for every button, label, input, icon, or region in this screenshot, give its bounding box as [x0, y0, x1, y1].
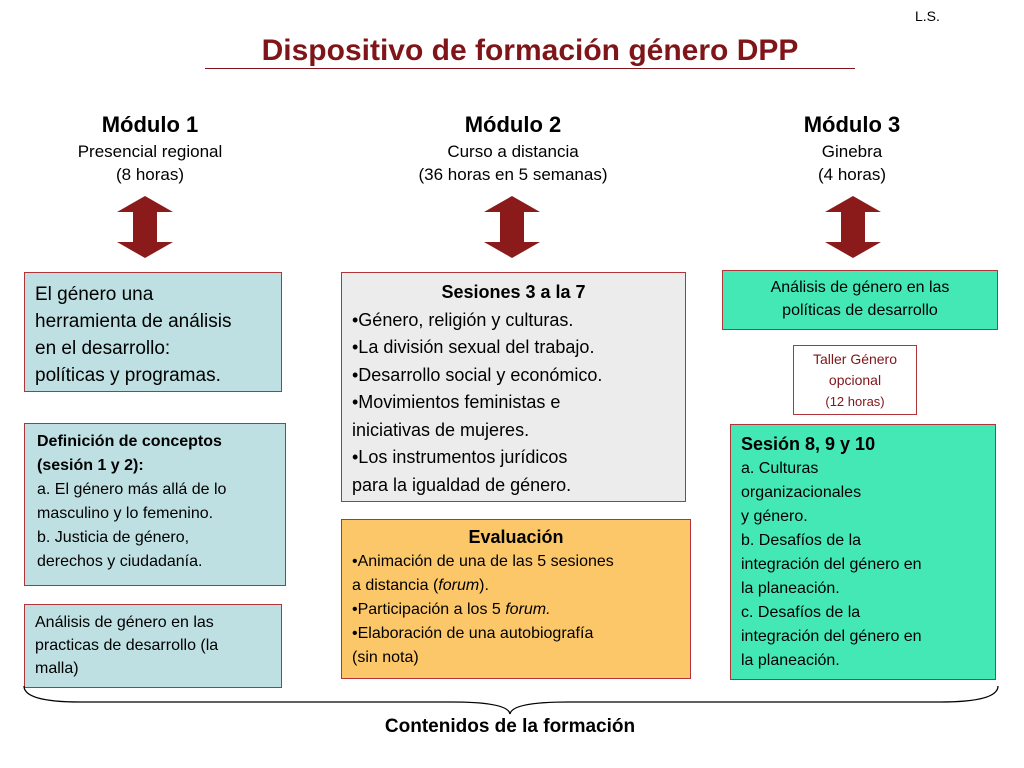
text-line: a. Culturas [741, 460, 819, 477]
text-line: Análisis de género en las [770, 279, 950, 296]
text-line: practicas de desarrollo (la [35, 637, 219, 654]
sessions-3-7-box: Sesiones 3 a la 7 •Género, religión y cu… [341, 272, 686, 502]
sessions-8-10-box: Sesión 8, 9 y 10 a. Culturas organizacio… [730, 424, 996, 680]
module-3-header: Módulo 3 Ginebra (4 horas) [692, 110, 1012, 186]
text-line: Análisis de género en las [35, 614, 214, 631]
text-part: •Participación a los 5 [352, 601, 506, 618]
list-item: •Desarrollo social y económico. [352, 364, 603, 385]
text-line: (12 horas) [825, 394, 885, 409]
text-line: b. Desafíos de la [741, 532, 862, 549]
text-line: políticas y programas. [35, 365, 221, 386]
text-line: integración del género en [741, 556, 922, 573]
list-item: •Los instrumentos jurídicos [352, 447, 568, 467]
list-item: (sin nota) [352, 649, 419, 666]
text-line: opcional [828, 372, 882, 388]
text-line: b. Justicia de género, [37, 529, 190, 546]
list-item: a distancia (forum). [352, 574, 680, 598]
text-line: en el desarrollo: [35, 338, 171, 359]
box-heading: (sesión 1 y 2): [37, 457, 144, 474]
module-duration: (8 horas) [115, 165, 185, 184]
module-title: Módulo 1 [101, 112, 199, 137]
concepts-definition-box: Definición de conceptos (sesión 1 y 2): … [24, 423, 286, 586]
module-title: Módulo 3 [803, 112, 901, 137]
text-part: a distancia ( [352, 577, 439, 594]
text-line: la planeación. [741, 580, 840, 597]
text-line: El género una [35, 284, 154, 305]
module-subtitle: Curso a distancia [447, 142, 579, 161]
text-line: c. Desafíos de la [741, 604, 861, 621]
text-part-italic: forum [438, 577, 480, 594]
page-title: Dispositivo de formación género DPP [261, 34, 799, 67]
module-duration: (36 horas en 5 semanas) [418, 165, 608, 184]
text-line: y género. [741, 508, 808, 525]
evaluation-box: Evaluación •Animación de una de las 5 se… [341, 519, 691, 679]
title-underline [205, 68, 855, 69]
text-line: integración del género en [741, 628, 922, 645]
list-item: iniciativas de mujeres. [352, 419, 530, 440]
module-2-header: Módulo 2 Curso a distancia (36 horas en … [353, 110, 673, 186]
author-initials: L.S. [915, 8, 940, 24]
text-part: ). [479, 577, 489, 594]
module-subtitle: Presencial regional [77, 142, 223, 161]
list-item: •Género, religión y culturas. [352, 309, 574, 330]
list-item: •Movimientos feministas e [352, 392, 561, 412]
text-line: organizacionales [741, 484, 862, 501]
text-line: la planeación. [741, 652, 840, 669]
double-headed-vertical-arrow-icon [484, 196, 540, 258]
module-1-header: Módulo 1 Presencial regional (8 horas) [0, 110, 310, 186]
text-line: políticas de desarrollo [782, 302, 938, 319]
module-duration: (4 horas) [817, 165, 887, 184]
list-item: •La división sexual del trabajo. [352, 337, 595, 357]
text-line: malla) [35, 660, 79, 677]
list-item: •Participación a los 5 forum. [352, 598, 680, 622]
box-heading: Sesión 8, 9 y 10 [741, 434, 876, 454]
optional-workshop-box: Taller Género opcional (12 horas) [793, 345, 917, 415]
text-line: Taller Género [812, 351, 898, 367]
text-part-italic: forum. [505, 601, 551, 618]
curly-brace-icon [23, 685, 999, 715]
footer-caption: Contenidos de la formación [384, 716, 636, 737]
double-headed-vertical-arrow-icon [117, 196, 173, 258]
box-heading: Evaluación [468, 527, 564, 547]
policies-analysis-box: Análisis de género en las políticas de d… [722, 270, 998, 330]
double-headed-vertical-arrow-icon [825, 196, 881, 258]
module-subtitle: Ginebra [821, 142, 883, 161]
module-title: Módulo 2 [464, 112, 562, 137]
list-item: para la igualdad de género. [352, 474, 572, 495]
box-heading: Sesiones 3 a la 7 [441, 282, 586, 302]
text-line: masculino y lo femenino. [37, 505, 214, 522]
box-heading: Definición de conceptos [37, 433, 222, 450]
text-line: derechos y ciudadanía. [37, 553, 203, 570]
practices-analysis-box: Análisis de género en las practicas de d… [24, 604, 282, 688]
list-item: •Animación de una de las 5 sesiones [352, 553, 614, 570]
text-line: a. El género más allá de lo [37, 481, 227, 498]
text-line: herramienta de análisis [35, 311, 232, 332]
list-item: •Elaboración de una autobiografía [352, 625, 594, 642]
module-1-intro-box: El género una herramienta de análisis en… [24, 272, 282, 392]
